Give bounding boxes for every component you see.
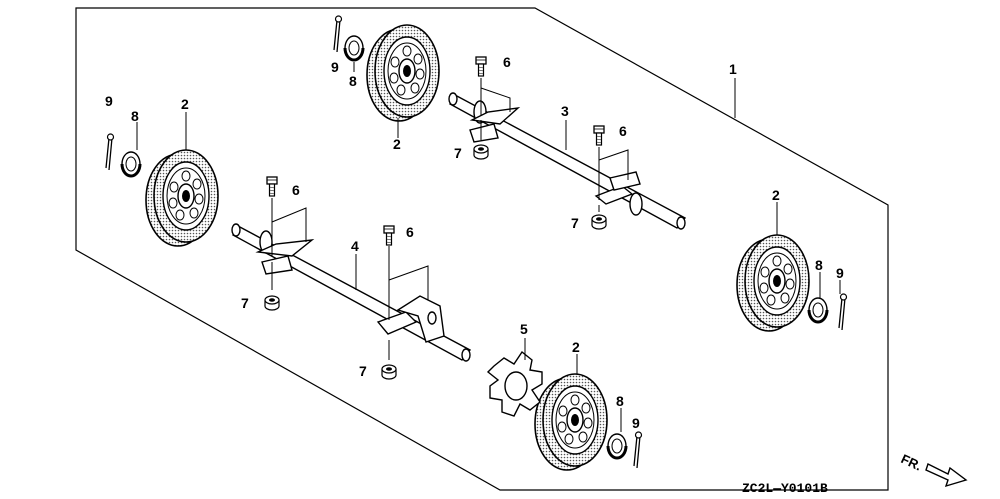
callout-2: 2 — [181, 96, 189, 112]
callout-9: 9 — [331, 59, 339, 75]
callout-8: 8 — [616, 393, 624, 409]
washer-4 — [606, 432, 628, 460]
callout-6: 6 — [503, 54, 511, 70]
callout-2: 2 — [393, 136, 401, 152]
callout-3: 3 — [561, 103, 569, 119]
wheel-rear-right — [736, 234, 810, 332]
front-marker-label: FR. — [899, 451, 924, 473]
callout-2: 2 — [772, 187, 780, 203]
callout-1: 1 — [729, 61, 737, 77]
nut-4 — [381, 364, 397, 380]
callout-8: 8 — [815, 257, 823, 273]
rear-axle — [448, 92, 687, 230]
callout-8: 8 — [349, 73, 357, 89]
bolt-4 — [383, 225, 395, 246]
cotter-pin-3 — [838, 293, 848, 331]
arrow-right-icon — [925, 463, 968, 488]
callout-7: 7 — [241, 295, 249, 311]
callout-7: 7 — [571, 215, 579, 231]
cotter-pin-4 — [633, 431, 643, 469]
bolt-3 — [266, 176, 278, 197]
drawing-code: ZC2L—Y0101B — [742, 481, 828, 496]
assembly-outline — [75, 7, 889, 491]
part-leaders — [136, 62, 841, 432]
washer-2 — [120, 150, 142, 178]
wheel-rear-left — [366, 24, 440, 122]
washer-3 — [807, 296, 829, 324]
callout-6: 6 — [619, 123, 627, 139]
hub-cover — [486, 350, 543, 417]
nut-3 — [264, 295, 280, 311]
callout-9: 9 — [836, 265, 844, 281]
cotter-pin-2 — [105, 133, 115, 171]
front-axle — [231, 223, 472, 362]
callout-7: 7 — [359, 363, 367, 379]
nut-2 — [591, 214, 607, 230]
bolt-2 — [593, 125, 605, 146]
callout-6: 6 — [292, 182, 300, 198]
nut-1 — [473, 144, 489, 160]
bolt-leaders — [271, 78, 629, 360]
bolt-1 — [475, 56, 487, 77]
wheel-front-left — [145, 149, 219, 247]
callout-9: 9 — [105, 93, 113, 109]
callout-5: 5 — [520, 321, 528, 337]
callout-8: 8 — [131, 108, 139, 124]
callout-9: 9 — [632, 415, 640, 431]
callout-6: 6 — [406, 224, 414, 240]
front-direction-marker: FR. — [899, 451, 968, 488]
cotter-pin-1 — [333, 15, 343, 53]
washer-1 — [343, 34, 365, 62]
callout-7: 7 — [454, 145, 462, 161]
callout-4: 4 — [351, 238, 359, 254]
wheel-front-right — [534, 373, 608, 471]
callout-2: 2 — [572, 339, 580, 355]
